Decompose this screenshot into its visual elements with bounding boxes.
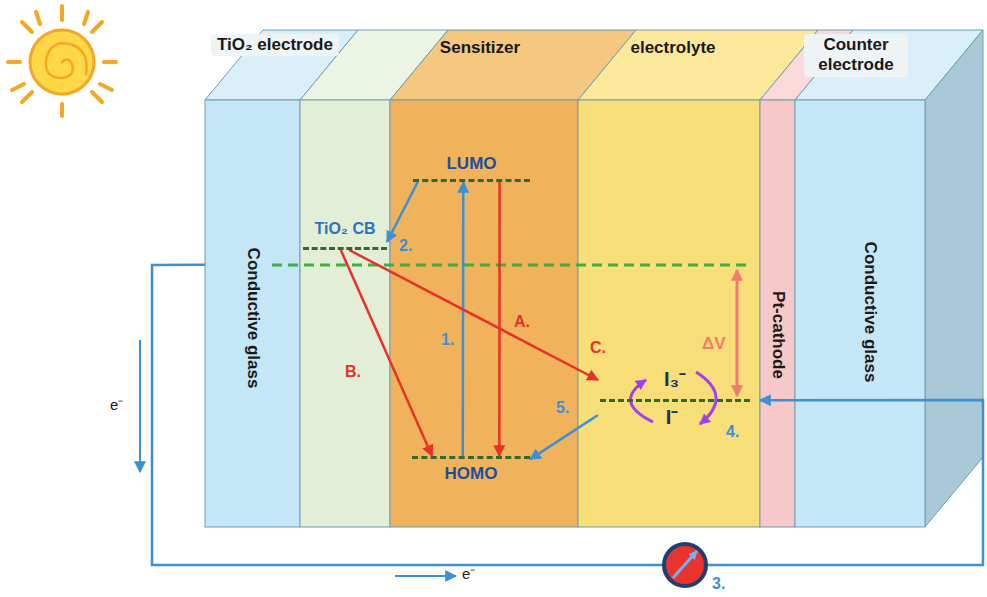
cell-layer: Pt-cathode bbox=[760, 100, 795, 527]
callout-label: 4. bbox=[726, 422, 739, 441]
redox-level-line bbox=[600, 399, 750, 402]
voltage-arrow bbox=[736, 270, 739, 396]
transfer-arrow bbox=[387, 182, 418, 242]
callout-label: e⁻ bbox=[110, 396, 123, 414]
energy-level: LUMO bbox=[413, 150, 530, 182]
ammeter-needle bbox=[673, 551, 697, 578]
vertical-label: Pt-cathode bbox=[768, 291, 788, 379]
glass-front bbox=[795, 100, 925, 527]
step-number: 2. bbox=[399, 236, 412, 255]
callout-label: ΔV bbox=[702, 334, 726, 354]
electron-arrow bbox=[139, 340, 141, 472]
electron-arrow bbox=[395, 575, 456, 577]
step-number: 3. bbox=[712, 574, 725, 593]
dye-front bbox=[390, 100, 578, 527]
node-label: electrolyte bbox=[630, 38, 715, 58]
cell-layer: electrolyteI₃⁻I⁻ bbox=[578, 100, 760, 527]
transfer-arrow bbox=[349, 250, 598, 380]
node-label: HOMO bbox=[445, 464, 498, 484]
callout-label: C. bbox=[590, 338, 606, 357]
cell-layer: Counter electrodeConductive glass bbox=[795, 100, 925, 527]
node-label: Counter electrode bbox=[804, 34, 908, 77]
ammeter bbox=[664, 544, 706, 586]
sun bbox=[8, 6, 116, 116]
pt-front bbox=[760, 100, 795, 527]
fermi-level bbox=[272, 264, 750, 267]
node-label: I₃⁻ bbox=[664, 367, 686, 391]
step-number: 1. bbox=[441, 330, 454, 349]
transfer-arrow bbox=[498, 182, 501, 456]
transfer-arrow bbox=[461, 182, 464, 456]
electrolyte-front bbox=[578, 100, 760, 527]
callout-label: e⁻ bbox=[462, 565, 475, 583]
node-label: TiO₂ CB bbox=[314, 219, 375, 238]
energy-level: HOMO bbox=[412, 456, 530, 490]
cell-layer: SensitizerLUMOHOMO bbox=[390, 100, 578, 527]
energy-level: TiO₂ CB bbox=[303, 210, 387, 250]
transfer-arrow bbox=[341, 250, 432, 456]
transfer-arrow bbox=[152, 265, 983, 565]
node-label: I⁻ bbox=[666, 405, 679, 429]
cell-layer: Conductive glass bbox=[205, 100, 300, 527]
callout-label: TiO₂ electrode bbox=[211, 34, 339, 56]
tio2-front bbox=[300, 100, 390, 527]
step-number: 5. bbox=[556, 398, 569, 417]
redox-arrow bbox=[696, 372, 716, 424]
vertical-label: Conductive glass bbox=[243, 248, 263, 389]
node-label: Sensitizer bbox=[440, 38, 520, 58]
transfer-arrow bbox=[530, 415, 598, 459]
step-number: A. bbox=[514, 312, 530, 331]
node-label: LUMO bbox=[446, 154, 496, 174]
glass-side bbox=[925, 30, 983, 527]
vertical-label: Conductive glass bbox=[860, 242, 880, 383]
step-number: B. bbox=[345, 362, 361, 381]
glass-front bbox=[205, 100, 300, 527]
